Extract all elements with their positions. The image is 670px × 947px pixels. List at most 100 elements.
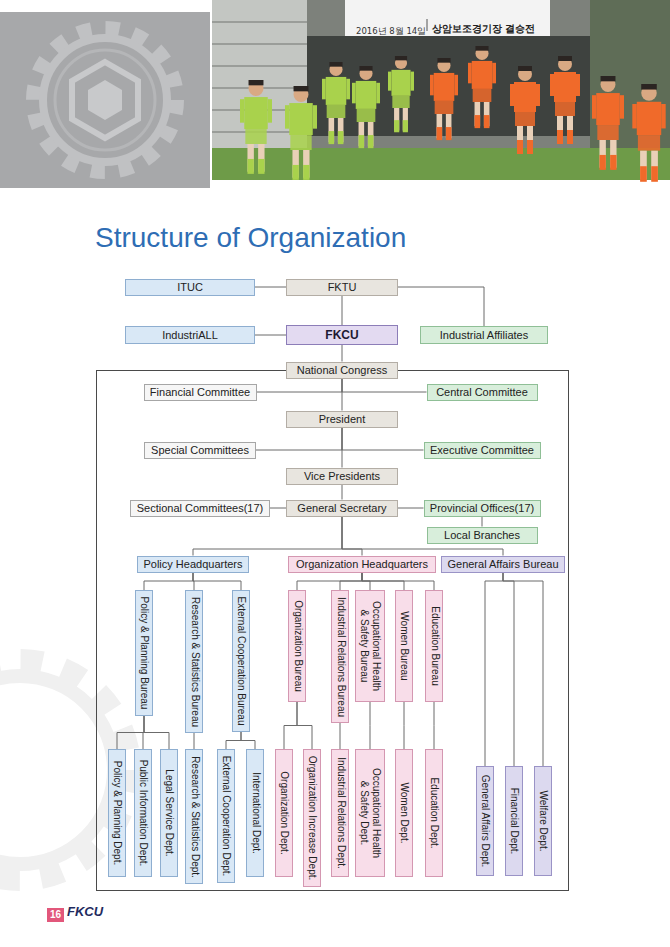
org-name: Special Committees: [151, 444, 250, 457]
connector: [485, 573, 503, 767]
unit-box: General Affairs Dept.: [476, 766, 494, 876]
unit-name: Welfare Dept.: [537, 790, 549, 852]
connector: [503, 573, 514, 767]
org-box: Sectional Committees(17): [130, 500, 270, 517]
org-name: IndustriALL: [162, 329, 219, 342]
logo-panel: [0, 12, 210, 188]
connector: [256, 428, 342, 451]
unit-box: International Dept.: [246, 749, 264, 877]
unit-name: Public Information Dept.: [137, 759, 149, 867]
connector: [241, 732, 255, 749]
unit-box: Education Bureau: [425, 590, 443, 702]
photo: [632, 84, 665, 182]
logo-panel: [0, 12, 210, 188]
org-box: Central Committee: [427, 384, 538, 401]
unit-box: Occupational Health & Safety Dept.: [355, 749, 385, 877]
org-name: Central Committee: [436, 386, 529, 399]
unit-box: External Cooperation Bureau: [232, 590, 250, 732]
logo-panel: [55, 50, 155, 150]
photo: [352, 66, 380, 148]
photo: [212, 43, 307, 45]
unit-box: Organization Increase Dept.: [303, 749, 321, 887]
connector: [342, 379, 343, 411]
congress-frame: [97, 371, 569, 891]
unit-name: External Cooperation Bureau: [235, 596, 247, 726]
photo: [212, 0, 670, 182]
unit-box: Industrial Relations Bureau: [331, 590, 349, 723]
logo-panel: [33, 28, 177, 172]
connector: [482, 517, 483, 527]
unit-box: Research & Statistics Bureau: [185, 590, 203, 733]
watermark-gear: [0, 660, 130, 880]
unit-name: Financial Dept.: [508, 787, 520, 855]
photo: [430, 58, 458, 140]
org-name: Industrial Affiliates: [440, 329, 529, 342]
connector: [257, 379, 343, 393]
org-box: General Affairs Bureau: [441, 556, 565, 573]
unit-name: External Cooperation Dept.: [220, 755, 232, 877]
unit-box: Financial Dept.: [505, 766, 523, 876]
connector: [370, 702, 371, 749]
unit-name: General Affairs Dept.: [479, 774, 491, 868]
unit-name: Industrial Relations Dept.: [334, 757, 346, 870]
org-name: Policy Headquarters: [143, 558, 243, 571]
page-number: 16: [47, 908, 64, 922]
unit-box: External Cooperation Dept.: [217, 749, 235, 883]
unit-name: Education Bureau: [428, 606, 440, 687]
org-box: Executive Committee: [424, 442, 541, 459]
connector: [340, 573, 362, 591]
unit-box: Public Information Dept.: [134, 749, 152, 877]
watermark-gear: [0, 660, 130, 880]
unit-name: Organization Bureau: [291, 600, 303, 693]
photo: [212, 21, 307, 23]
unit-box: Women Bureau: [395, 590, 413, 702]
connector: [340, 723, 341, 749]
unit-name: Occupational Health & Safety Dept.: [358, 764, 382, 862]
org-name: Sectional Committees(17): [136, 502, 264, 515]
org-box: General Secretary: [286, 500, 398, 517]
photo: [322, 62, 350, 144]
org-name: FKCU: [325, 328, 359, 342]
org-name: FKTU: [327, 281, 357, 294]
org-box: Organization Headquarters: [288, 556, 436, 573]
photo: [240, 80, 272, 174]
org-name: General Affairs Bureau: [447, 558, 559, 571]
org-box: Local Branches: [427, 527, 538, 544]
org-name: Executive Committee: [430, 444, 535, 457]
page-title: Structure of Organization: [95, 221, 406, 255]
org-name: Local Branches: [444, 529, 521, 542]
photo: [427, 19, 428, 31]
connector: [144, 716, 169, 749]
connector: [398, 508, 424, 509]
connector: [255, 335, 286, 336]
unit-name: Occupational Health & Safety Bureau: [358, 597, 382, 695]
logo-panel: [43, 38, 167, 162]
unit-box: Research & Statistics Dept.: [185, 749, 203, 884]
label-slot: FKCU: [67, 902, 103, 920]
connector: [270, 508, 286, 509]
org-name: President: [319, 413, 366, 426]
logo-panel: [72, 62, 138, 138]
photo: [592, 76, 624, 170]
photo: [212, 65, 307, 67]
connector: [117, 716, 144, 749]
org-box: Financial Committee: [144, 384, 257, 401]
unit-name: Women Dept.: [398, 782, 410, 844]
connector: [255, 287, 286, 288]
connector: [342, 296, 343, 326]
org-box: Industrial Affiliates: [420, 326, 548, 344]
unit-box: Organization Dept.: [275, 749, 293, 877]
photo: [468, 46, 496, 128]
unit-name: Policy & Planning Dept.: [111, 760, 123, 866]
unit-name: Research & Statistics Dept.: [188, 755, 200, 878]
photo: [510, 66, 540, 154]
connector: [404, 702, 405, 749]
unit-box: Occupational Health & Safety Bureau: [355, 590, 385, 702]
banner-venue: 상암보조경기장 결승전: [432, 22, 535, 35]
photo: [388, 56, 414, 132]
unit-box: Legal Service Dept.: [160, 749, 178, 877]
connector: [342, 379, 427, 393]
unit-box: Women Dept.: [395, 749, 413, 877]
connector: [342, 345, 343, 362]
connector: [503, 573, 543, 767]
